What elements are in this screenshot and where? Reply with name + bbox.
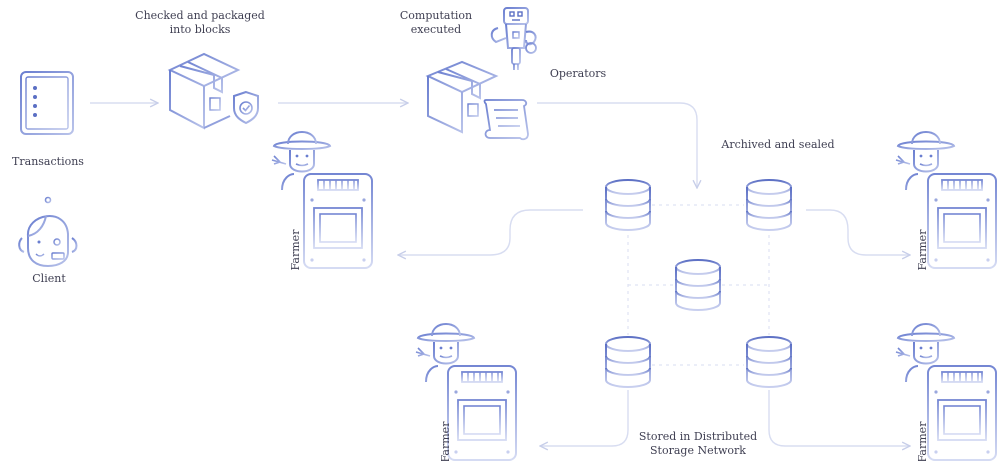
box-scroll-icon	[425, 60, 529, 141]
farmer-label: Farmer	[439, 421, 452, 461]
database-icon	[605, 179, 651, 231]
database-icon	[746, 336, 792, 388]
database-icon	[675, 259, 721, 311]
label-operators: Operators	[549, 67, 607, 80]
farmer-label: Farmer	[289, 229, 302, 271]
label-computation: Computation executed	[399, 9, 473, 36]
database-icon	[746, 179, 792, 231]
arrow-db-to-farmer-bottom-left	[540, 390, 629, 446]
farmer-label: Farmer	[916, 421, 929, 461]
farmer-icon	[895, 323, 997, 461]
arrow-db-to-farmer-left	[398, 209, 583, 255]
document-list-icon	[20, 71, 74, 135]
arrow-compute-to-archive	[537, 102, 697, 188]
database-icon	[605, 336, 651, 388]
farmer-icon	[415, 323, 517, 461]
robot-icon	[490, 7, 537, 70]
network-dashed-lines	[627, 204, 770, 366]
farmer-label: Farmer	[916, 229, 929, 271]
farmer-icon	[895, 131, 997, 269]
label-archived: Archived and sealed	[721, 138, 835, 151]
box-shield-icon	[167, 52, 259, 130]
label-transactions: Transactions	[12, 155, 84, 168]
arrow-db-to-farmer-right	[806, 209, 910, 255]
label-stored: Stored in Distributed Storage Network	[638, 430, 758, 457]
arrow-db-to-farmer-bottom-right	[768, 390, 910, 446]
label-client: Client	[32, 272, 66, 285]
label-packaged: Checked and packaged into blocks	[135, 9, 265, 36]
connector-lines	[90, 103, 910, 446]
farmer-icon	[271, 131, 373, 269]
client-face-icon	[18, 196, 78, 268]
